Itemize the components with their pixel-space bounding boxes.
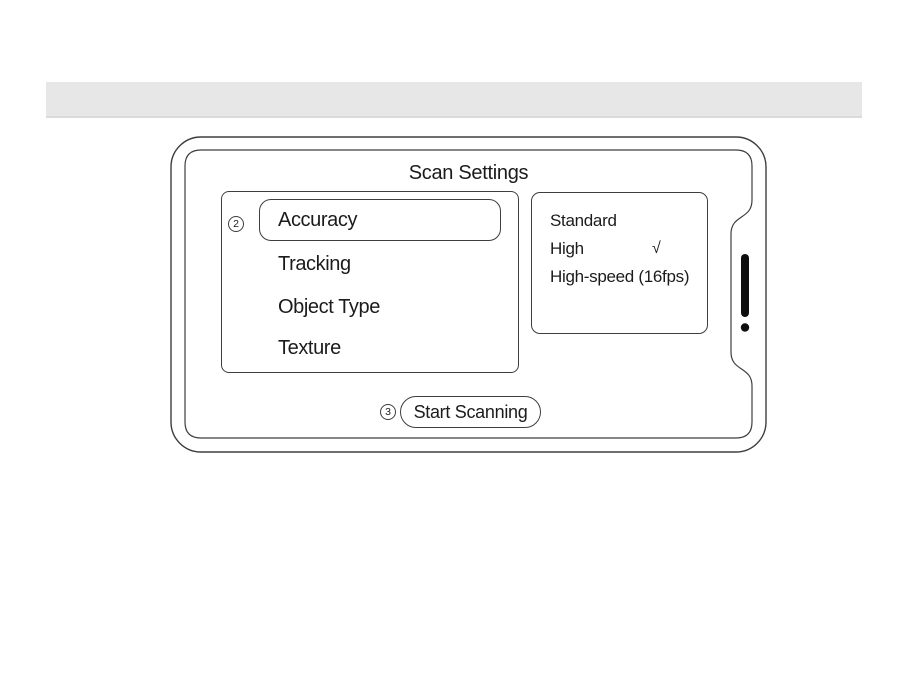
step-3-badge: 3 [380,404,396,420]
top-gray-bar [46,82,862,118]
option-high[interactable]: High [550,239,584,258]
menu-item-object-type[interactable]: Object Type [278,296,380,318]
option-high-speed[interactable]: High-speed (16fps) [550,267,690,286]
menu-item-texture[interactable]: Texture [278,337,341,359]
option-standard[interactable]: Standard [550,211,617,230]
options-panel [531,192,708,334]
start-scanning-label: Start Scanning [413,401,528,422]
check-icon: √ [652,240,661,257]
menu-item-tracking[interactable]: Tracking [278,253,351,275]
side-button-bar-icon[interactable] [741,254,749,317]
side-button-dot-icon [740,323,750,332]
screen-title: Scan Settings [408,162,529,184]
menu-item-accuracy-selected[interactable]: Accuracy [259,199,501,241]
start-scanning-button[interactable]: Start Scanning [400,396,541,428]
menu-item-label: Accuracy [278,208,358,231]
step-2-badge: 2 [228,216,244,232]
